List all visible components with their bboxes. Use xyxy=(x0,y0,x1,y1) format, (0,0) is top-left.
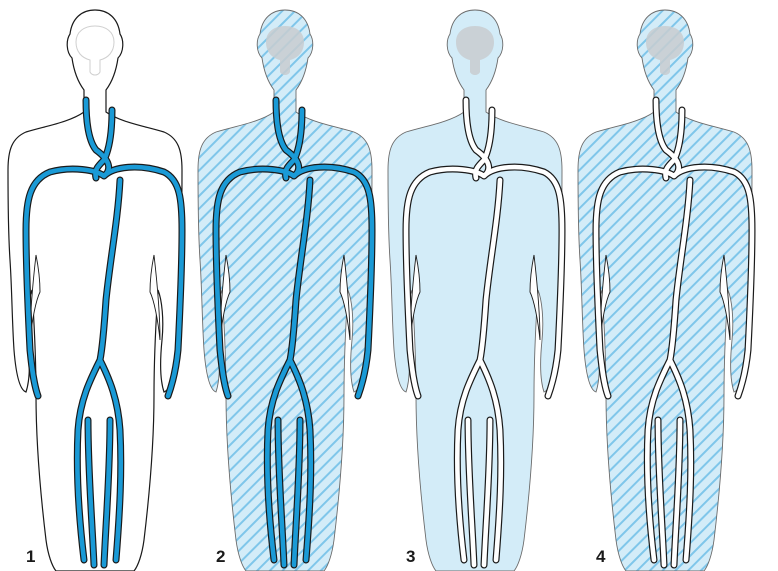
arm-gap-right xyxy=(150,255,160,340)
figure-panel-3: 3 xyxy=(388,10,562,571)
brain-icon xyxy=(76,26,114,75)
panel-number-label: 4 xyxy=(596,547,606,566)
panel-number-label: 2 xyxy=(216,547,225,566)
figure-panel-4: 4 xyxy=(578,10,752,571)
figure-panel-2: 2 xyxy=(198,10,372,571)
panel-number-label: 3 xyxy=(406,547,415,566)
figure-panel-1: 1 xyxy=(8,10,182,571)
panel-number-label: 1 xyxy=(26,547,35,566)
